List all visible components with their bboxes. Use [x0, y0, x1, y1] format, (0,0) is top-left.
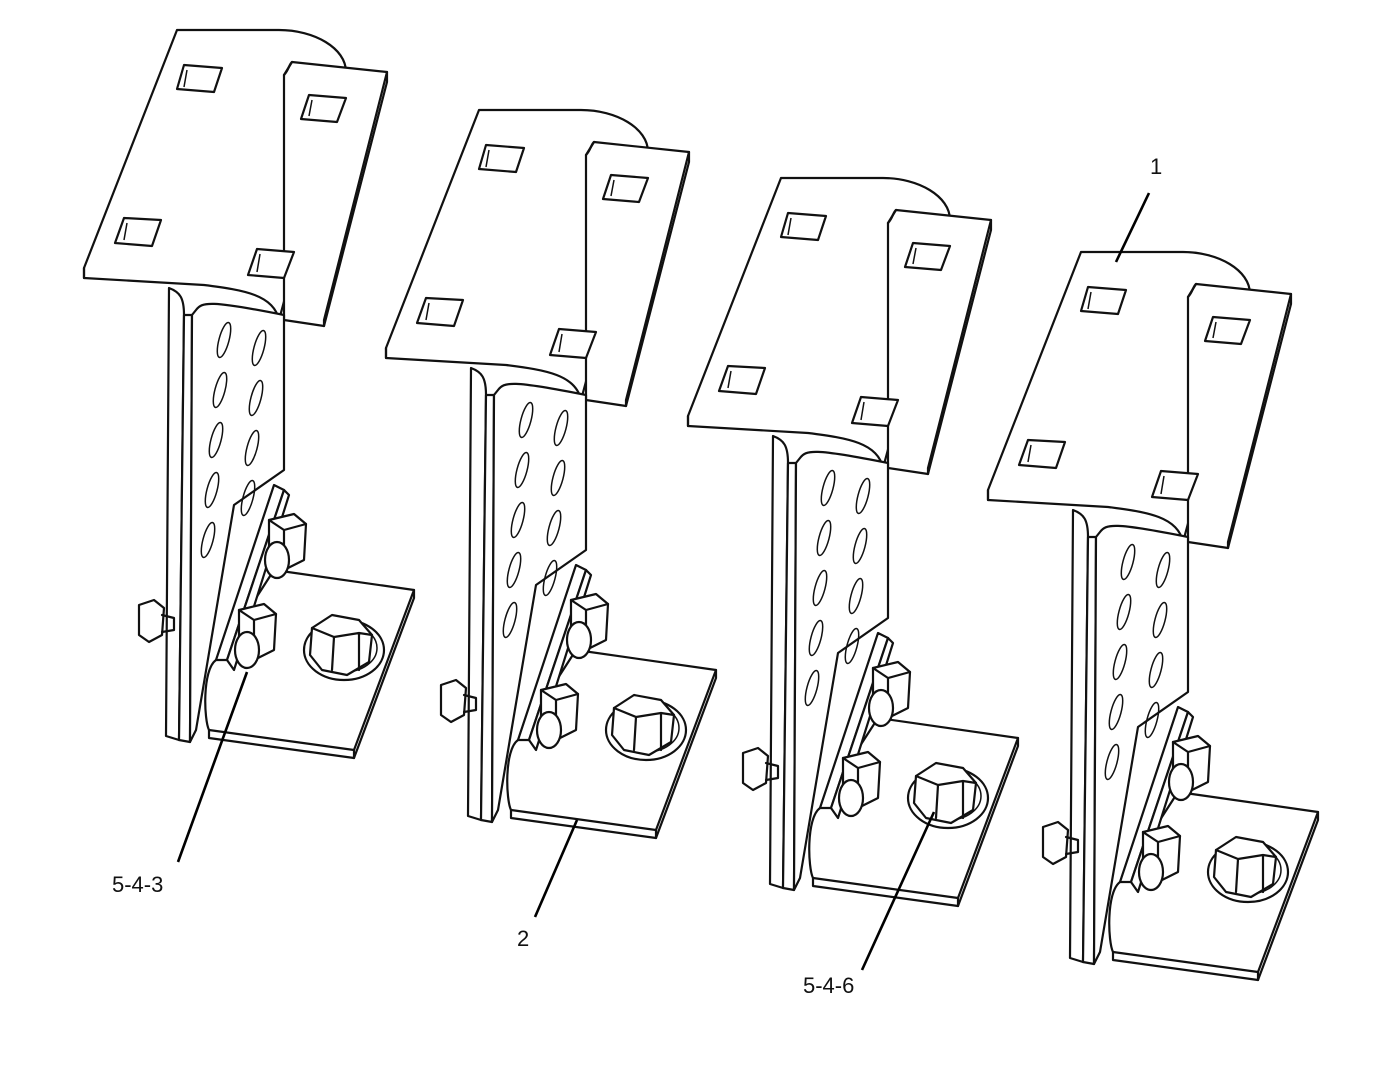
- leader-line-5-4-3: [176, 671, 249, 863]
- callout-5-4-6: 5-4-6: [803, 973, 854, 998]
- callout-2: 2: [517, 926, 529, 951]
- bracket-assembly-3: [686, 176, 1020, 908]
- bracket-assembly-1: [82, 28, 416, 760]
- leader-line-1: [1114, 192, 1151, 263]
- bracket-assembly-4: [986, 250, 1320, 982]
- callout-5-4-3: 5-4-3: [112, 872, 163, 897]
- callout-1: 1: [1150, 154, 1162, 179]
- leader-line-2: [533, 819, 579, 918]
- bracket-assembly-2: [384, 108, 718, 840]
- leader-line-5-4-6: [860, 811, 936, 971]
